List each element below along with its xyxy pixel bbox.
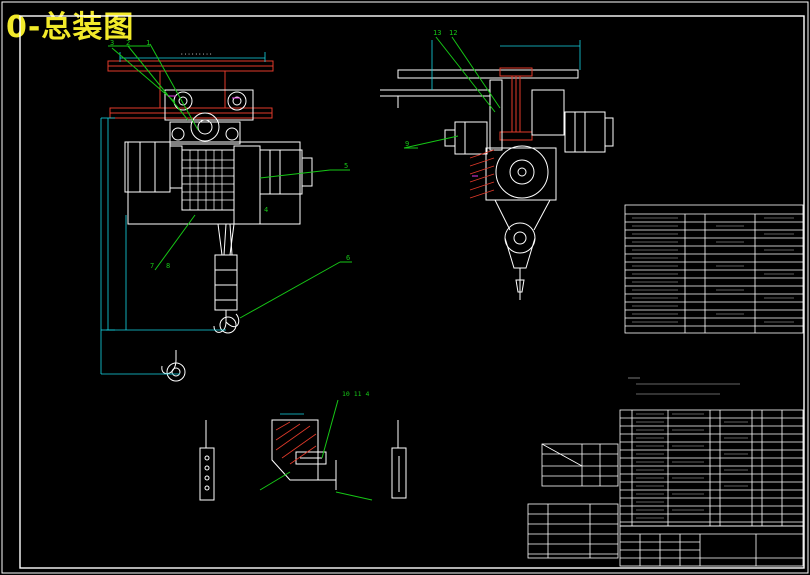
detail-leaders (259, 399, 373, 501)
part-balloon-detail: 10 11 4 (342, 390, 369, 398)
inner-frame (19, 15, 805, 569)
side-balloon-text: 13 12 9 (405, 29, 457, 148)
part-balloon-12: 12 (449, 29, 457, 37)
part-balloon-1: 1 (146, 39, 150, 47)
part-balloon-7: 7 (150, 262, 154, 270)
detail-hatch (275, 421, 317, 465)
part-balloon-5: 5 (344, 162, 348, 170)
front-balloon-text: 3 2 1 5 7 8 4 6 (110, 39, 350, 270)
spec-table-cell-marks (632, 217, 794, 323)
front-view (107, 60, 313, 382)
side-beam (499, 67, 533, 141)
part-balloon-2: 2 (126, 39, 130, 47)
part-balloon-9: 9 (405, 140, 409, 148)
bom-table (619, 409, 804, 527)
side-drum-hatch (469, 149, 495, 199)
part-balloon-8: 8 (166, 262, 170, 270)
drum-hatch (182, 150, 234, 210)
part-balloon-6: 6 (346, 254, 350, 262)
magenta-accents (168, 95, 478, 177)
revision-table (527, 503, 619, 559)
front-leaders (108, 43, 352, 319)
side-leaders (403, 36, 501, 149)
weight-table (541, 443, 619, 487)
side-view (380, 67, 614, 300)
front-dimensions (100, 52, 266, 375)
part-balloon-3: 3 (110, 39, 114, 47)
spec-table (624, 204, 804, 334)
front-dimension-text: ········· (180, 51, 213, 58)
part-balloon-13: 13 (433, 29, 441, 37)
svg-text:·········: ········· (180, 51, 213, 58)
side-dimensions (431, 40, 581, 90)
technical-notes (628, 377, 740, 395)
detail-views (199, 419, 407, 501)
bom-cell-marks (636, 413, 748, 519)
title-block (619, 525, 804, 567)
part-balloon-4: 4 (264, 206, 268, 214)
